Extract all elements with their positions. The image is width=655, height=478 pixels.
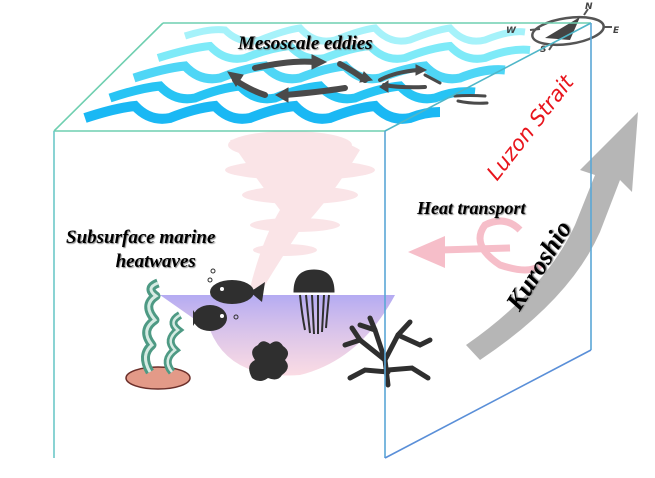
heat-transport-arrow <box>408 217 543 274</box>
ocean-box <box>53 22 592 459</box>
compass-n: N <box>585 2 593 12</box>
compass-w: W <box>506 26 517 36</box>
kuroshio-arrow <box>466 112 638 360</box>
jellyfish-icon <box>293 269 335 335</box>
compass-e: E <box>613 26 620 36</box>
mesoscale-eddies-label: Mesoscale eddies <box>238 33 373 54</box>
branching-coral-icon <box>342 315 433 388</box>
ocean-surface-waves <box>83 24 531 124</box>
coral-icon <box>249 341 289 381</box>
fish-icon <box>193 268 265 331</box>
eddy-arrows <box>227 54 489 105</box>
subsurface-marine-heatwaves-label: Subsurface marine heatwaves <box>66 226 215 274</box>
smhw-line-2: heatwaves <box>115 251 196 272</box>
compass-s: S <box>540 45 546 55</box>
heat-transport-label: Heat transport <box>417 198 526 218</box>
seaweed-icon <box>125 278 191 390</box>
smhw-line-1: Subsurface marine <box>66 227 216 248</box>
typhoon-icon <box>225 131 375 290</box>
